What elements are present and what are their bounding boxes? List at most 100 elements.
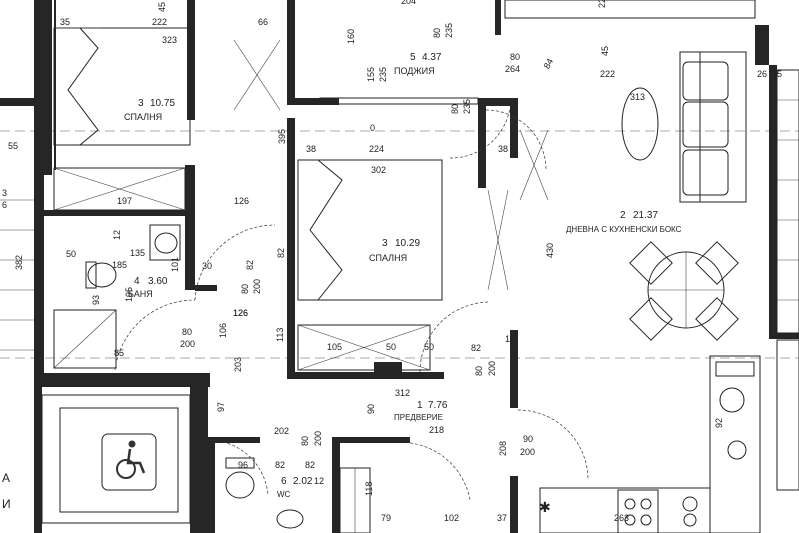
sink-icon: [276, 509, 304, 529]
dimension: 38: [306, 144, 316, 154]
dimension: 80: [432, 28, 442, 38]
room-area: 3.60: [148, 276, 168, 287]
room-num: 3: [382, 238, 388, 249]
side-letter: А: [2, 471, 10, 485]
room-name: ДНЕВНА С КУХНЕНСКИ БОКС: [566, 225, 682, 234]
dimension: 200: [180, 339, 195, 349]
dimension: 200: [252, 279, 262, 294]
dimension: 235: [462, 99, 472, 114]
dimension: 155: [366, 67, 376, 82]
dimension: 92: [714, 418, 724, 428]
dimension: 105: [327, 342, 342, 352]
dimension: 38: [498, 144, 508, 154]
dimension: 313: [630, 92, 645, 102]
dimension: 82: [276, 248, 286, 258]
dimension: 35: [60, 17, 70, 27]
dimension: 85: [114, 348, 124, 358]
dimension: 93: [91, 295, 101, 305]
room-num: 3: [138, 98, 144, 109]
dimension: 126: [233, 308, 248, 318]
dimension: 197: [117, 196, 132, 206]
dimension: 80: [450, 104, 460, 114]
dimension-labels: 35 222 45 323 66 204 160 80 235 22 45 22…: [2, 0, 782, 523]
dimension: 200: [313, 431, 323, 446]
dimension: 45: [157, 2, 167, 12]
dimension: 30: [202, 261, 212, 271]
dimension: 6: [2, 200, 7, 210]
room-name: БАНЯ: [128, 289, 153, 299]
dimension: 126: [233, 308, 248, 318]
dimension: 80: [474, 366, 484, 376]
fan-icon: ✱: [539, 499, 551, 515]
dimension: 203: [233, 357, 243, 372]
room-name: СПАЛНЯ: [124, 112, 162, 122]
dimension: 264: [505, 64, 520, 74]
dimension: 200: [520, 447, 535, 457]
dimension: 224: [369, 144, 384, 154]
room-area: 4.37: [422, 52, 442, 63]
toilet-icon: [87, 262, 117, 288]
dimension: 0: [370, 123, 375, 133]
dimension: 302: [371, 165, 386, 175]
room-area: 10.75: [150, 98, 175, 109]
toilet-icon: [225, 471, 255, 499]
dimension: 12: [112, 230, 122, 240]
room-num: 5: [410, 52, 416, 63]
dimension: 12: [314, 476, 324, 486]
dimension: 126: [234, 196, 249, 206]
dimension: 3: [2, 188, 7, 198]
dimension: 101: [170, 257, 180, 272]
dimension: 160: [346, 29, 356, 44]
dimension: 312: [395, 388, 410, 398]
dimension: 195: [124, 287, 134, 302]
dimension: 80: [510, 52, 520, 62]
dimension: 235: [378, 67, 388, 82]
dimension: 382: [14, 255, 24, 270]
dimension: 90: [366, 404, 376, 414]
dimension: 208: [498, 441, 508, 456]
room-area: 10.29: [395, 238, 420, 249]
dimension: 235: [444, 23, 454, 38]
dimension: 84: [542, 57, 556, 71]
dimension: 82: [471, 343, 481, 353]
room-num: 1: [417, 400, 423, 411]
room-num: 2: [620, 210, 626, 221]
bed-icon: [297, 159, 443, 301]
side-letter: И: [2, 497, 11, 511]
dimension: 90: [523, 434, 533, 444]
dimension: 37: [497, 513, 507, 523]
dimension: 118: [364, 482, 374, 496]
dimension: 50: [424, 342, 434, 352]
dimension: 202: [274, 426, 289, 436]
room-area: 7.76: [428, 400, 448, 411]
dimension: 200: [487, 361, 497, 376]
dimension: 45: [600, 46, 610, 56]
dimension: 82: [275, 460, 285, 470]
dimension: 12: [505, 334, 515, 344]
dimension: 102: [444, 513, 459, 523]
room-area: 21.37: [633, 210, 658, 221]
dimension: 80: [300, 436, 310, 446]
dimension: 66: [258, 17, 268, 27]
dimension: 113: [275, 328, 285, 342]
dimension: 323: [162, 35, 177, 45]
room-name: ПОДЖИЯ: [394, 66, 435, 76]
dimension: 222: [600, 69, 615, 79]
room-name: WC: [277, 490, 291, 499]
hob-icon: [617, 489, 659, 533]
dimension: 395: [277, 129, 287, 144]
dimension: 263: [614, 513, 629, 523]
dining-table-icon: [629, 241, 739, 341]
dimension: 135: [130, 248, 145, 258]
dimension: 50: [386, 342, 396, 352]
room-num: 6: [281, 476, 287, 487]
room-labels: 3 10.75 СПАЛНЯ 3 10.29 СПАЛНЯ 5 4.37 ПОД…: [124, 52, 682, 499]
room-area: 2.02: [293, 476, 313, 487]
dimension: 106: [218, 323, 228, 338]
room-name: ПРЕДВЕРИЕ: [394, 413, 443, 422]
room-num: 4: [134, 276, 140, 287]
bed-icon: [53, 27, 191, 146]
wheelchair-icon: [116, 440, 146, 479]
dimension: 218: [429, 425, 444, 435]
dimension: 204: [401, 0, 416, 6]
